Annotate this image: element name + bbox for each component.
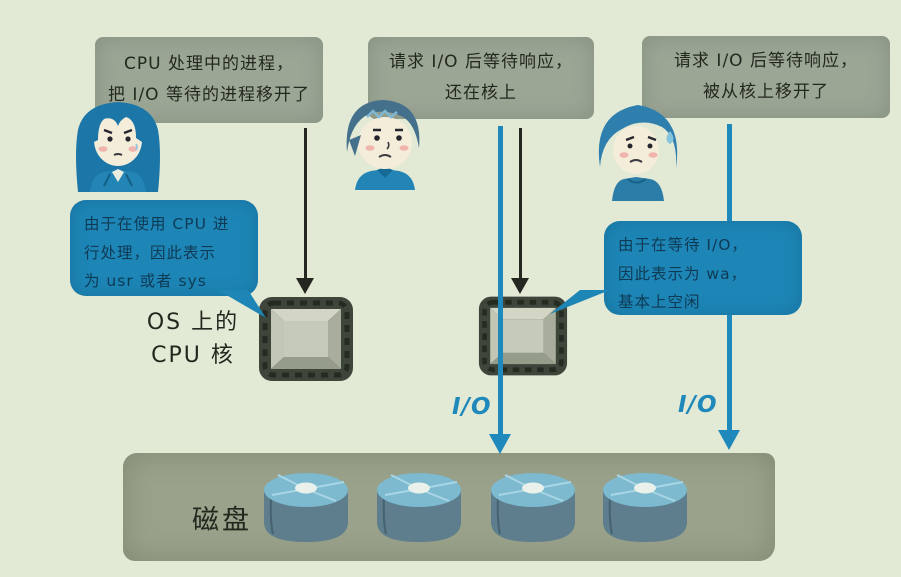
os-cpu-core-label: OS 上的 CPU 核 — [130, 306, 256, 372]
callout-wa-idle: 由于在等待 I/O， 因此表示为 wa， 基本上空闲 — [604, 221, 802, 315]
cpu-chip-icon — [259, 297, 353, 381]
os-cpu-core-label-line2: CPU 核 — [151, 343, 235, 368]
boy-character-icon — [346, 100, 420, 190]
bubble-text-line: 把 I/O 等待的进程移开了 — [108, 85, 310, 105]
disk-cylinder-icon — [264, 473, 348, 542]
io-arrow-line — [498, 126, 503, 436]
disk-label: 磁盘 — [192, 505, 252, 536]
callout-text-line: 因此表示为 wa， — [618, 264, 748, 283]
speech-bubble-io-wait-on-core: 请求 I/O 后等待响应， 还在核上 — [368, 37, 594, 119]
disk-cylinder-icon — [491, 473, 575, 542]
io-label-right: I/O — [678, 392, 718, 418]
arrow-black-head — [296, 278, 314, 294]
arrow-black-line — [304, 128, 307, 280]
bubble-text-line: CPU 处理中的进程， — [124, 54, 294, 75]
arrow-black-head — [511, 278, 529, 294]
kid-character-icon — [598, 105, 678, 201]
io-label-left: I/O — [452, 394, 492, 420]
os-cpu-core-label-line1: OS 上的 — [146, 310, 240, 335]
disk-cylinder-icon — [603, 473, 687, 542]
callout-text-line: 行处理，因此表示 — [84, 243, 217, 262]
disk-cylinder-icon — [377, 473, 461, 542]
bubble-text-line: 请求 I/O 后等待响应， — [674, 51, 858, 72]
io-arrow-head — [718, 430, 740, 450]
arrow-black-line — [519, 128, 522, 280]
callout-text-line: 由于在等待 I/O， — [618, 236, 748, 254]
callout-text-line: 基本上空闲 — [618, 293, 701, 312]
bubble-text-line: 被从核上移开了 — [703, 82, 829, 102]
callout-text-line: 由于在使用 CPU 进 — [84, 215, 230, 233]
callout-text-line: 为 usr 或者 sys — [84, 272, 207, 291]
woman-character-icon — [76, 102, 160, 192]
io-arrow-head — [489, 434, 511, 454]
bubble-text-line: 请求 I/O 后等待响应， — [389, 52, 573, 73]
bubble-text-line: 还在核上 — [445, 83, 517, 103]
callout-tail — [550, 290, 610, 314]
callout-usr-sys: 由于在使用 CPU 进 行处理，因此表示 为 usr 或者 sys — [70, 200, 258, 296]
speech-bubble-io-wait-off-core: 请求 I/O 后等待响应， 被从核上移开了 — [642, 36, 890, 118]
callout-tail — [218, 290, 266, 318]
